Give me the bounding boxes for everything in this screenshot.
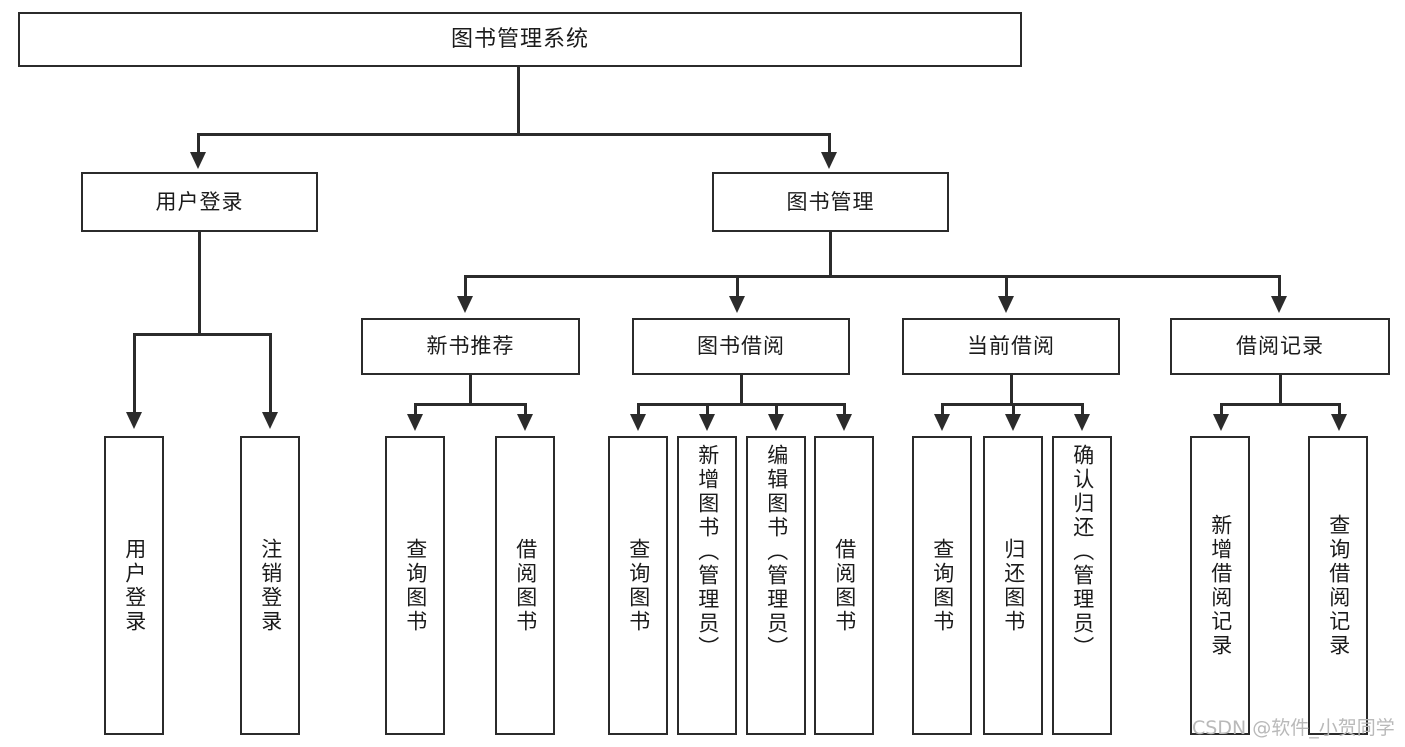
node-label: 用户登录 (155, 189, 244, 214)
connector-book-mgmt-stem (829, 232, 832, 277)
connector-user-login-bar (133, 333, 271, 336)
connector-book-mgmt-child-2 (736, 275, 739, 299)
node-label: 当前借阅 (967, 334, 1055, 359)
connector-root-to-book-mgmt (828, 133, 831, 155)
connector-borrow-record-child-1 (1220, 403, 1223, 417)
connector-new-book-stem (469, 375, 472, 405)
leaf-label: 新增借阅记录 (1208, 513, 1233, 658)
connector-root-stem (517, 67, 520, 134)
leaf-user-login-login[interactable]: 用户登录 (104, 436, 164, 735)
node-borrow-record[interactable]: 借阅记录 (1170, 318, 1390, 375)
arrowhead-new-book-child-2 (517, 414, 533, 431)
leaf-new-book-query[interactable]: 查询图书 (385, 436, 445, 735)
leaf-book-borrow-borrow[interactable]: 借阅图书 (814, 436, 874, 735)
arrowhead-new-book-child-1 (407, 414, 423, 431)
arrowhead-book-mgmt-child-4 (1271, 296, 1287, 313)
arrowhead-current-borrow-child-3 (1074, 414, 1090, 431)
arrowhead-book-mgmt-child-3 (998, 296, 1014, 313)
node-label: 借阅记录 (1236, 334, 1324, 359)
connector-book-mgmt-child-4 (1278, 275, 1281, 299)
connector-borrow-record-child-2 (1338, 403, 1341, 417)
arrowhead-root-to-user-login (190, 152, 206, 169)
arrowhead-user-login-child-2 (262, 412, 278, 429)
connector-root-to-user-login (197, 133, 200, 155)
connector-new-book-child-2 (524, 403, 527, 417)
node-book-borrow[interactable]: 图书借阅 (632, 318, 850, 375)
node-label: 图书借阅 (697, 334, 785, 359)
leaf-label: 借阅图书 (832, 537, 857, 634)
leaf-label: 查询图书 (626, 537, 651, 634)
leaf-book-borrow-query[interactable]: 查询图书 (608, 436, 668, 735)
leaf-label: 归还图书 (1001, 537, 1026, 634)
connector-user-login-child-2 (269, 333, 272, 415)
connector-borrow-record-stem (1279, 375, 1282, 405)
arrowhead-borrow-record-child-1 (1213, 414, 1229, 431)
leaf-label: 确认归还（管理员） (1070, 444, 1095, 660)
connector-current-borrow-child-3 (1081, 403, 1084, 417)
connector-book-borrow-child-4 (843, 403, 846, 417)
leaf-current-borrow-confirm-return[interactable]: 确认归还（管理员） (1052, 436, 1112, 735)
node-root-system[interactable]: 图书管理系统 (18, 12, 1022, 67)
node-label: 图书管理系统 (450, 26, 589, 52)
leaf-label: 新增图书（管理员） (695, 444, 720, 660)
connector-new-book-bar (414, 403, 526, 406)
arrowhead-root-to-book-mgmt (821, 152, 837, 169)
connector-user-login-child-1 (133, 333, 136, 415)
arrowhead-book-borrow-child-1 (630, 414, 646, 431)
leaf-current-borrow-query[interactable]: 查询图书 (912, 436, 972, 735)
leaf-label: 用户登录 (122, 537, 147, 634)
connector-user-login-stem (198, 232, 201, 335)
leaf-label: 注销登录 (258, 537, 283, 634)
connector-book-borrow-child-2 (706, 403, 709, 417)
arrowhead-book-borrow-child-4 (836, 414, 852, 431)
leaf-current-borrow-return[interactable]: 归还图书 (983, 436, 1043, 735)
arrowhead-book-borrow-child-2 (699, 414, 715, 431)
leaf-label: 编辑图书（管理员） (764, 444, 789, 660)
connector-root-bar (197, 133, 830, 136)
connector-current-borrow-stem (1010, 375, 1013, 405)
leaf-label: 查询图书 (403, 537, 428, 634)
arrowhead-user-login-child-1 (126, 412, 142, 429)
leaf-label: 查询借阅记录 (1326, 513, 1351, 658)
arrowhead-borrow-record-child-2 (1331, 414, 1347, 431)
leaf-borrow-record-query[interactable]: 查询借阅记录 (1308, 436, 1368, 735)
leaf-user-login-logout[interactable]: 注销登录 (240, 436, 300, 735)
leaf-book-borrow-add[interactable]: 新增图书（管理员） (677, 436, 737, 735)
arrowhead-book-mgmt-child-2 (729, 296, 745, 313)
arrowhead-current-borrow-child-2 (1005, 414, 1021, 431)
leaf-book-borrow-edit[interactable]: 编辑图书（管理员） (746, 436, 806, 735)
connector-current-borrow-child-2 (1012, 403, 1015, 417)
leaf-label: 借阅图书 (513, 537, 538, 634)
node-user-login[interactable]: 用户登录 (81, 172, 318, 232)
node-label: 图书管理 (786, 189, 875, 214)
arrowhead-book-mgmt-child-1 (457, 296, 473, 313)
node-current-borrow[interactable]: 当前借阅 (902, 318, 1120, 375)
connector-borrow-record-bar (1220, 403, 1340, 406)
leaf-new-book-borrow[interactable]: 借阅图书 (495, 436, 555, 735)
connector-current-borrow-child-1 (941, 403, 944, 417)
connector-book-borrow-stem (740, 375, 743, 405)
arrowhead-current-borrow-child-1 (934, 414, 950, 431)
connector-book-mgmt-child-3 (1005, 275, 1008, 299)
connector-book-mgmt-child-1 (464, 275, 467, 299)
node-new-book-recommend[interactable]: 新书推荐 (361, 318, 580, 375)
arrowhead-book-borrow-child-3 (768, 414, 784, 431)
connector-book-borrow-child-1 (637, 403, 640, 417)
node-book-management[interactable]: 图书管理 (712, 172, 949, 232)
node-label: 新书推荐 (426, 334, 515, 359)
csdn-watermark: CSDN @软件_小贺同学 (1192, 717, 1395, 739)
connector-new-book-child-1 (414, 403, 417, 417)
connector-book-borrow-child-3 (775, 403, 778, 417)
connector-book-mgmt-bar (464, 275, 1280, 278)
connector-book-borrow-bar (637, 403, 845, 406)
leaf-borrow-record-add[interactable]: 新增借阅记录 (1190, 436, 1250, 735)
leaf-label: 查询图书 (930, 537, 955, 634)
